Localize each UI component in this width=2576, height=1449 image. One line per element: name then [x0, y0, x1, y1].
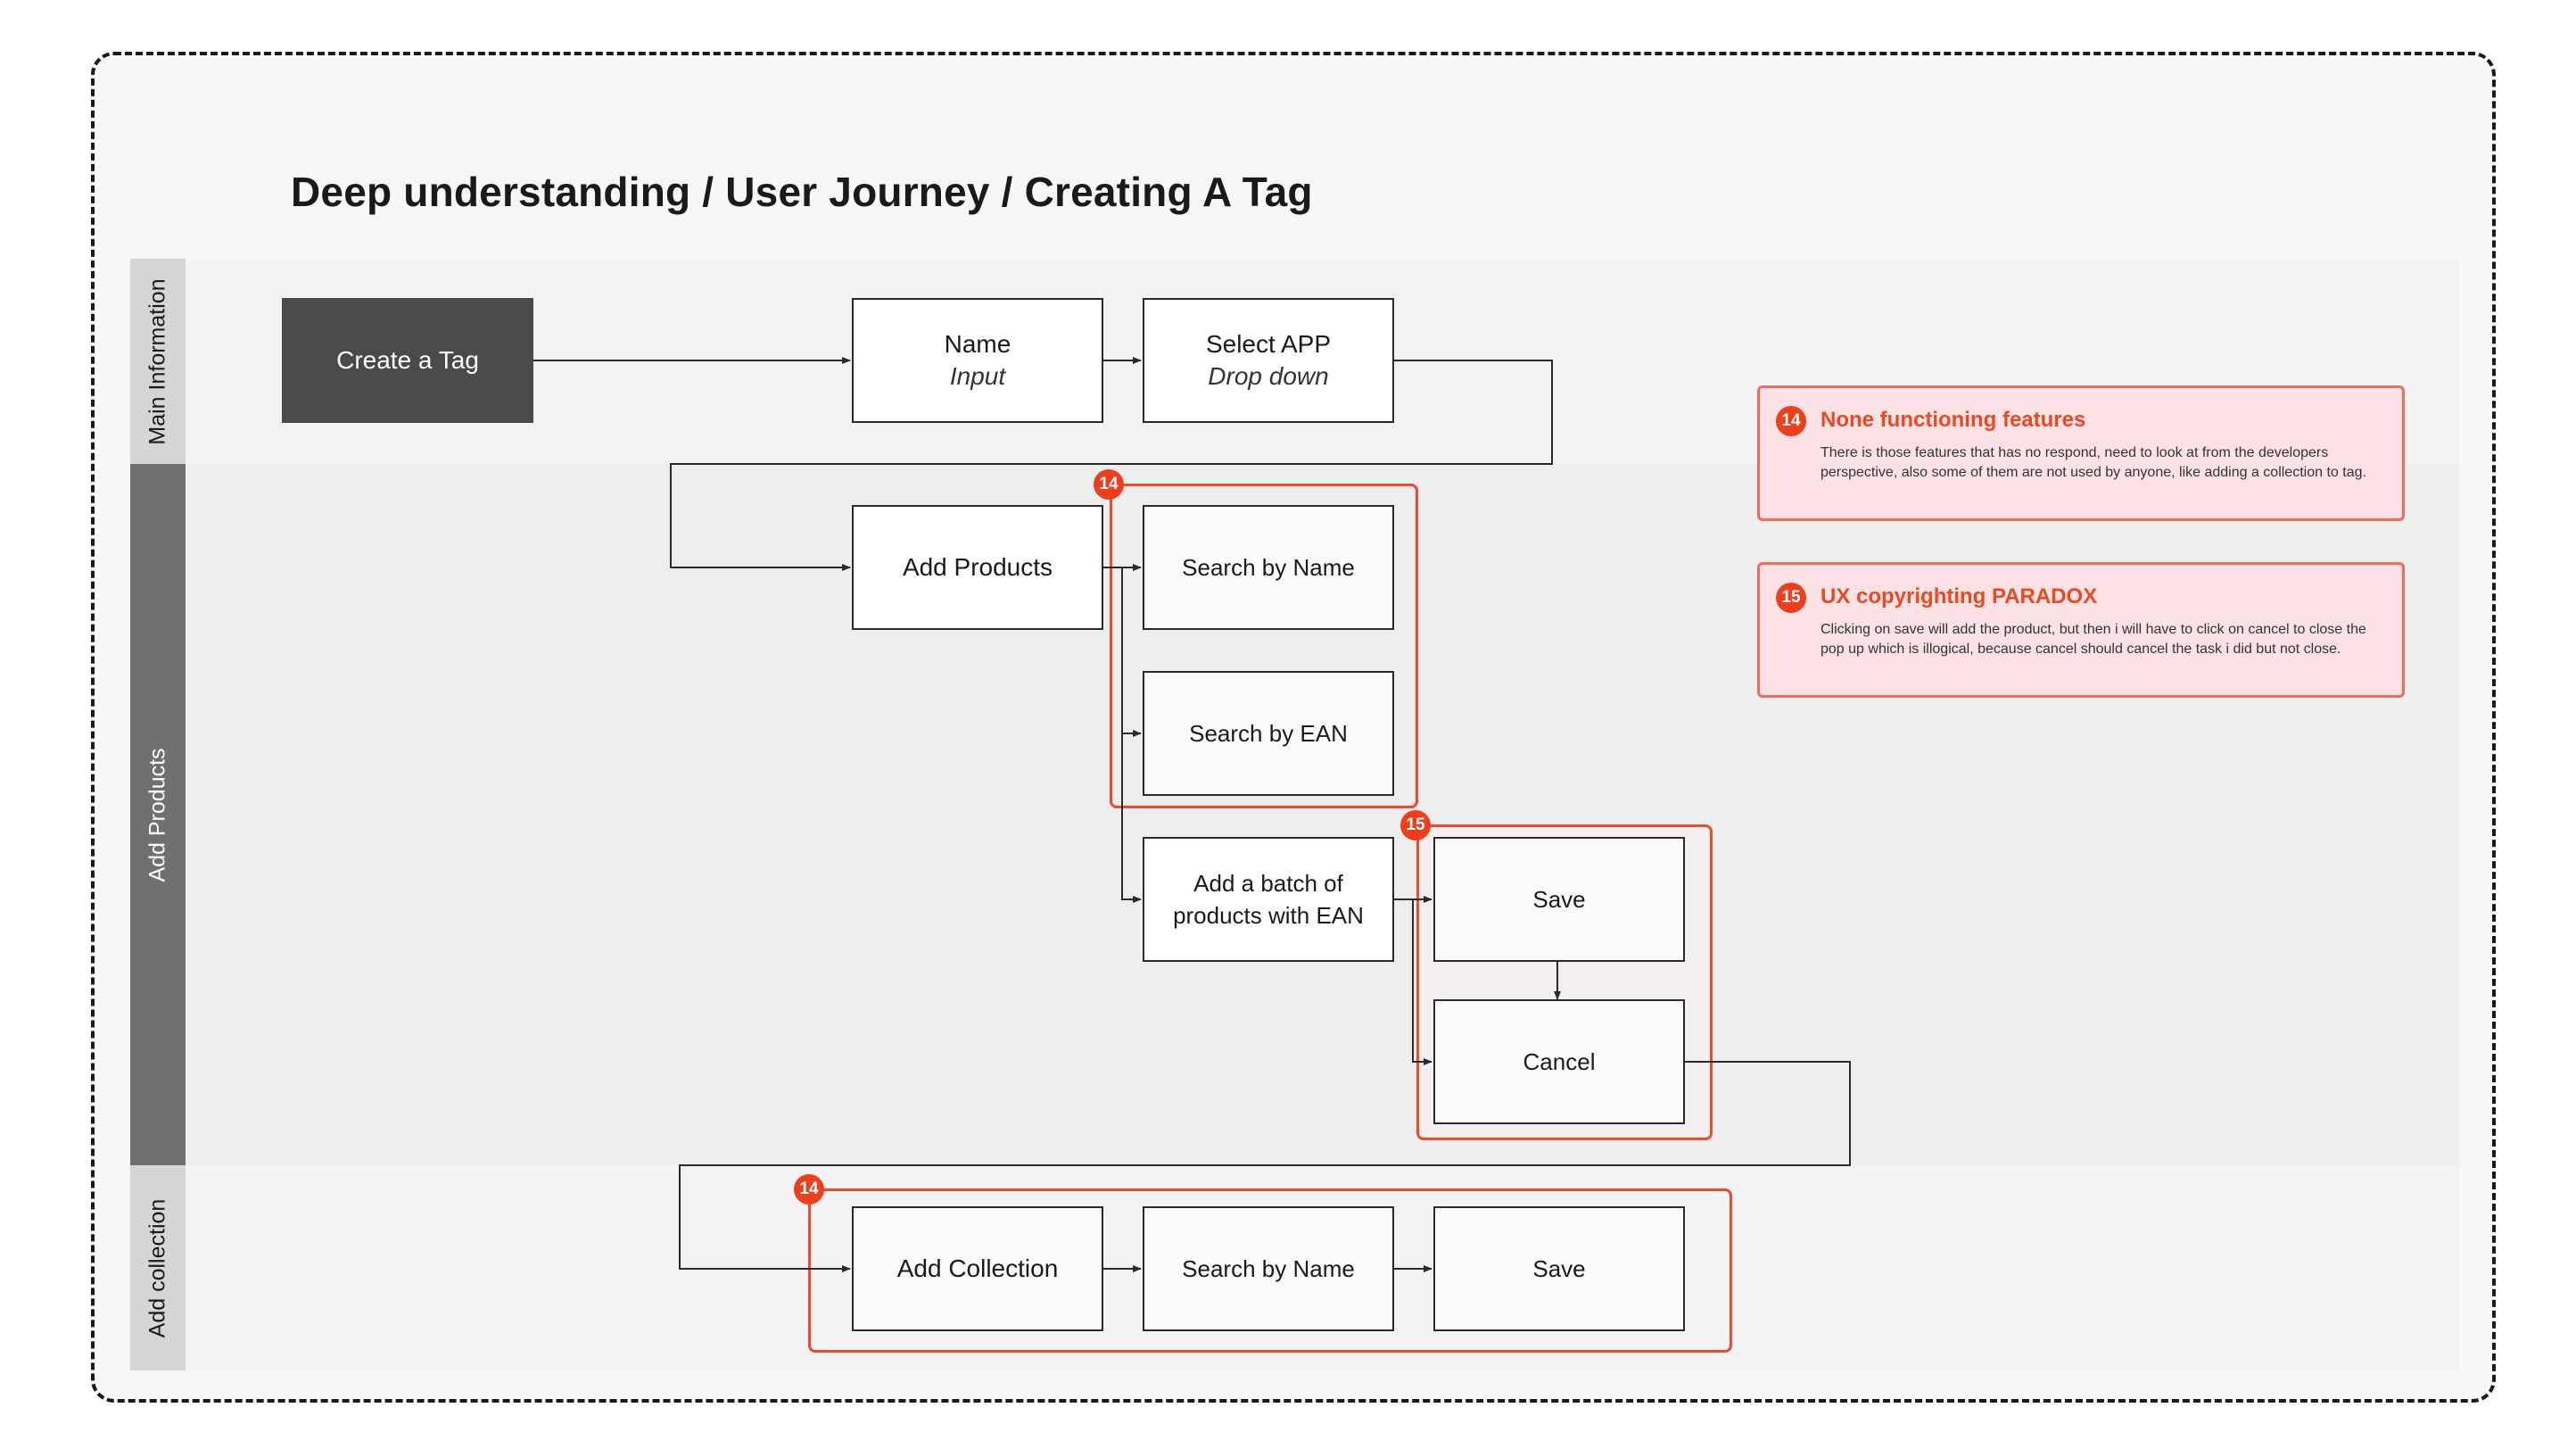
note-nonfunctioning-badge: 14 [1776, 406, 1806, 436]
node-search-by-ean-label: Search by EAN [1189, 720, 1348, 747]
node-name-sub: Input [949, 362, 1006, 390]
node-collection-save: Save [1433, 1206, 1685, 1331]
node-name: Name Input [852, 298, 1103, 423]
node-add-batch: Add a batch of products with EAN [1143, 837, 1394, 962]
arrow-batch-to-cancel [1412, 899, 1432, 1065]
node-search-by-ean: Search by EAN [1143, 671, 1394, 796]
note-ux-paradox-badge: 15 [1776, 583, 1806, 613]
node-search-by-name: Search by Name [1143, 505, 1394, 630]
node-add-collection-label: Add Collection [896, 1254, 1059, 1282]
badge-save-cancel-group: 15 [1400, 810, 1431, 840]
node-add-products-label: Add Products [902, 553, 1053, 581]
node-collection-search-by-name-label: Search by Name [1182, 1255, 1355, 1282]
node-add-products: Add Products [852, 505, 1103, 630]
arrow-cancel-to-collection [679, 1061, 1851, 1272]
note-ux-paradox-body: Clicking on save will add the product, b… [1821, 622, 2366, 657]
note-ux-paradox: 15 UX copyrighting PARADOX Clicking on s… [1757, 562, 2405, 698]
note-nonfunctioning-body: There is those features that has no resp… [1821, 445, 2366, 480]
note-nonfunctioning-title: None functioning features [1821, 408, 2086, 432]
node-save-label: Save [1532, 886, 1586, 913]
node-select-app: Select APP Drop down [1143, 298, 1394, 423]
node-select-app-label: Select APP [1205, 330, 1332, 358]
arrow-products-to-batch [1121, 733, 1142, 903]
node-cancel-label: Cancel [1523, 1048, 1596, 1075]
node-create-tag-label: Create a Tag [336, 346, 479, 374]
node-cancel: Cancel [1433, 999, 1685, 1124]
collection-group [808, 1188, 1732, 1353]
node-name-label: Name [944, 330, 1011, 358]
note-ux-paradox-title: UX copyrighting PARADOX [1821, 584, 2098, 609]
badge-search-group: 14 [1094, 469, 1124, 500]
node-save: Save [1433, 837, 1685, 962]
arrow-app-to-products [670, 360, 1553, 571]
page-title: Deep understanding / User Journey / Crea… [291, 169, 1313, 215]
lane-label-products: Add Products [130, 464, 186, 1165]
node-add-collection: Add Collection [852, 1206, 1103, 1331]
search-options-group [1110, 484, 1418, 808]
node-create-tag: Create a Tag [282, 298, 533, 423]
node-collection-save-label: Save [1532, 1255, 1586, 1282]
node-collection-search-by-name: Search by Name [1143, 1206, 1394, 1331]
lane-label-main: Main Information [130, 259, 186, 464]
node-select-app-sub: Drop down [1208, 362, 1329, 390]
node-add-batch-label: Add a batch of products with EAN [1173, 870, 1364, 929]
badge-collection-group: 14 [794, 1174, 824, 1205]
lane-label-collection: Add collection [130, 1165, 186, 1370]
note-nonfunctioning: 14 None functioning features There is th… [1757, 385, 2405, 521]
node-search-by-name-label: Search by Name [1182, 554, 1355, 581]
arrow-products-to-search-ean [1102, 567, 1142, 737]
